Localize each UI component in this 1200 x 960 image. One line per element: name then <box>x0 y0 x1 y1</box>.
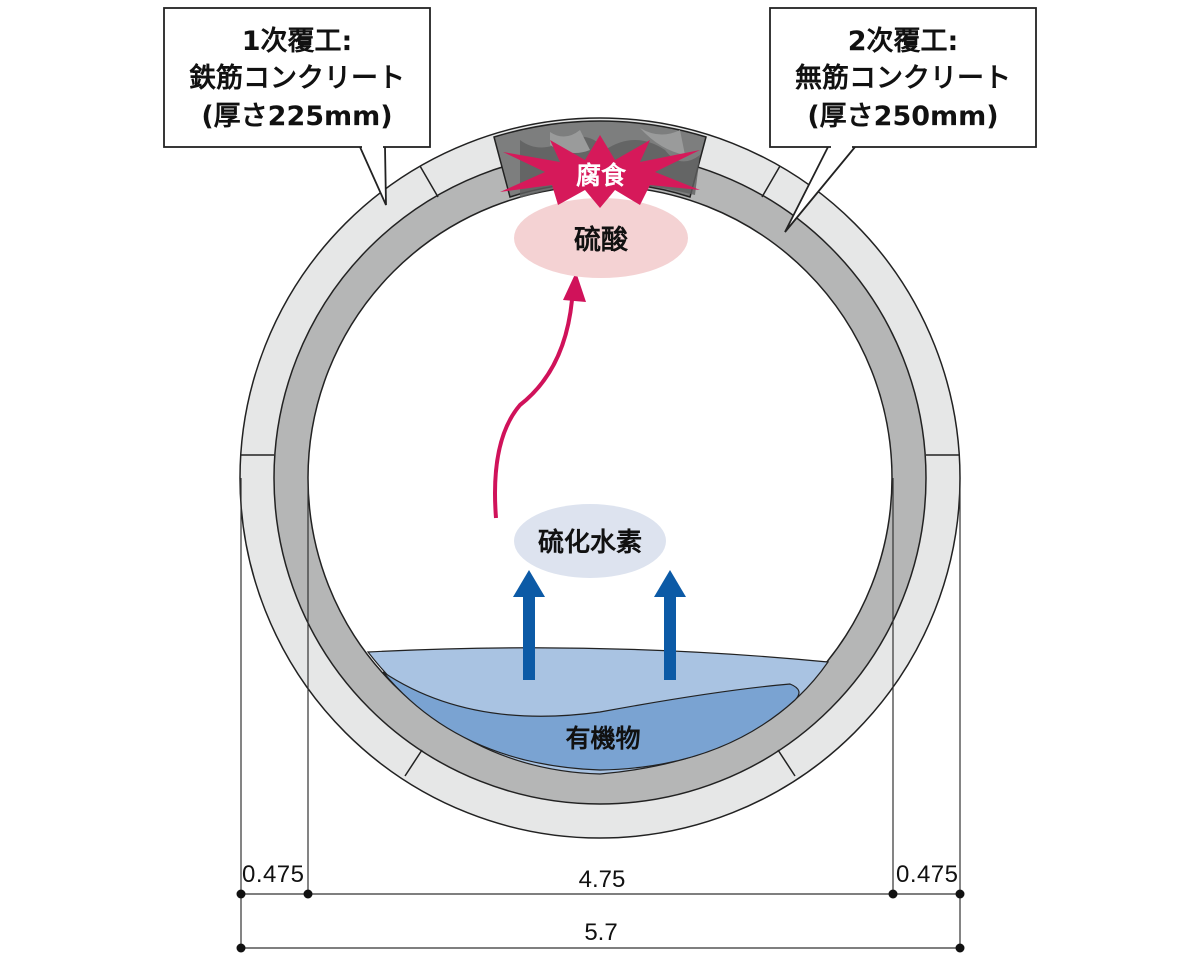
svg-text:(厚さ225mm): (厚さ225mm) <box>201 101 392 132</box>
sulfuric-acid-bubble <box>514 198 688 278</box>
svg-text:1次覆工:: 1次覆工: <box>242 26 353 57</box>
secondary-lining-callout: 2次覆工: 無筋コンクリート (厚さ250mm) <box>769 7 1037 233</box>
corrosion-burst-icon <box>500 135 700 208</box>
dimension-lines <box>240 478 961 949</box>
dim-inner-diameter: 4.75 <box>579 866 626 893</box>
hydrogen-sulfide-bubble <box>514 504 666 578</box>
organic-matter-layer <box>382 671 800 771</box>
dimension-dots <box>236 889 965 953</box>
sulfuric-acid-label: 硫酸 <box>574 224 629 256</box>
segment-joints <box>240 165 960 777</box>
red-curved-arrow <box>493 299 574 519</box>
organic-matter-label: 有機物 <box>565 724 640 753</box>
red-arrow-head-icon <box>563 272 586 302</box>
dim-right-thickness: 0.475 <box>896 861 958 888</box>
gas-rise-arrows <box>513 570 686 680</box>
svg-text:2次覆工:: 2次覆工: <box>848 26 959 57</box>
dim-outer-diameter: 5.7 <box>584 919 617 946</box>
blue-arrow-up-icon <box>513 570 545 680</box>
primary-lining-callout: 1次覆工: 鉄筋コンクリート (厚さ225mm) <box>163 7 431 206</box>
svg-text:無筋コンクリート: 無筋コンクリート <box>795 62 1011 94</box>
svg-text:(厚さ250mm): (厚さ250mm) <box>807 101 998 132</box>
corrosion-label: 腐食 <box>576 161 627 190</box>
svg-text:鉄筋コンクリート: 鉄筋コンクリート <box>189 62 405 94</box>
dim-left-thickness: 0.475 <box>242 861 304 888</box>
hydrogen-sulfide-label: 硫化水素 <box>538 527 642 558</box>
blue-arrow-up-icon <box>654 570 686 680</box>
